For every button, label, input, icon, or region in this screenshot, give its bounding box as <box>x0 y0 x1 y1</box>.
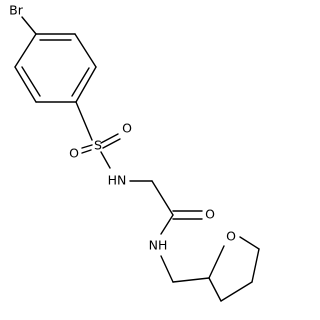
bond-sulfur-oxygen-right-a <box>100 133 119 144</box>
bond-carbonyl-amide-nh <box>160 214 174 235</box>
bond-sulfur-nh <box>100 151 111 169</box>
bond-thf-o-c5 <box>239 236 260 250</box>
bond-amide-nh-methylene <box>160 255 174 283</box>
atom-sulfur-label: S <box>94 138 102 153</box>
bond-thf-c2-o <box>208 245 225 279</box>
atom-oxygen-sulfonyl-right-label: O <box>122 121 132 136</box>
bond-ring-top-left <box>14 33 37 68</box>
atom-amide-oxygen-label: O <box>205 207 215 222</box>
atom-ring-oxygen-label: O <box>226 229 236 244</box>
bond-thf-c5-c4 <box>251 248 260 283</box>
molecule-structure-diagram: Br S O O HN O NH O <box>9 3 260 302</box>
bond-ring-bromine <box>21 16 37 35</box>
bond-ring-top-right <box>74 33 97 68</box>
atom-amide-nh-label: NH <box>149 238 168 253</box>
bond-methylene-thf <box>172 277 210 283</box>
bond-ring-bottom-right-inner <box>71 67 90 97</box>
bond-sulfur-oxygen-left-b <box>81 144 93 149</box>
benzene-ring <box>14 33 97 103</box>
tetrahydrofuran-ring <box>208 236 260 302</box>
bond-sulfur-oxygen-right-b <box>102 138 121 149</box>
bond-ring-bottom-left <box>14 66 37 103</box>
atom-sulfonamide-nh-label: HN <box>108 173 127 188</box>
bond-ring-bottom-right <box>75 66 97 103</box>
atom-oxygen-sulfonyl-left-label: O <box>69 146 79 161</box>
bond-sulfur-oxygen-left-a <box>81 149 92 154</box>
bond-ring-bottom-left-inner <box>21 66 41 97</box>
bond-thf-c3-c2 <box>208 277 222 302</box>
bond-ring-sulfur <box>75 101 93 141</box>
bond-methylene-carbonyl <box>151 180 174 216</box>
atom-bromine-label: Br <box>9 3 24 18</box>
bond-thf-c4-c3 <box>220 281 253 302</box>
